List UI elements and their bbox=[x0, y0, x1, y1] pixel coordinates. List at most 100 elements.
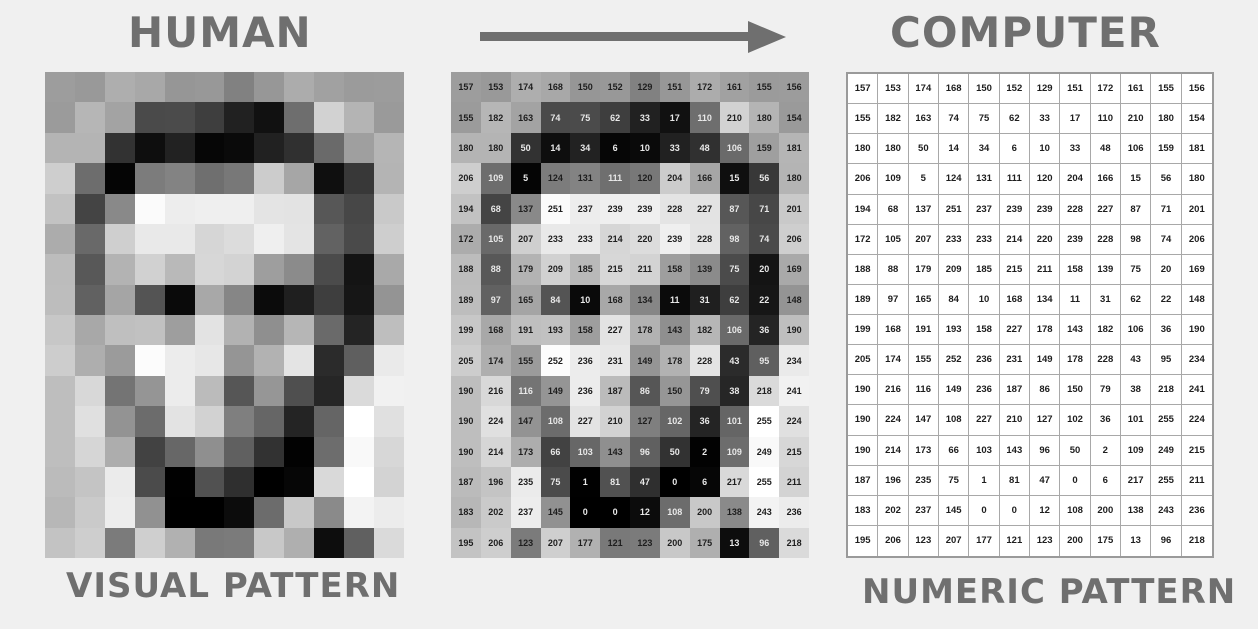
pixel-cell bbox=[134, 163, 165, 194]
numeric-value-cell: 131 bbox=[969, 164, 1000, 195]
numeric-value-cell: 201 bbox=[1181, 195, 1212, 225]
overlay-value-cell: 163 bbox=[510, 102, 541, 133]
numeric-value-cell: 204 bbox=[1060, 164, 1091, 195]
numeric-value-cell: 206 bbox=[1181, 225, 1212, 255]
pixel-cell bbox=[134, 132, 165, 164]
pixel-cell bbox=[104, 497, 135, 528]
numeric-value-cell: 33 bbox=[1030, 104, 1061, 135]
pixel-cell bbox=[164, 345, 195, 376]
numeric-value-cell: 211 bbox=[1181, 466, 1212, 496]
numeric-value-cell: 108 bbox=[1060, 495, 1091, 526]
numeric-value-cell: 231 bbox=[999, 345, 1030, 376]
pixel-cell bbox=[254, 436, 285, 467]
overlay-value-cell: 10 bbox=[570, 284, 601, 315]
pixel-cell bbox=[45, 315, 75, 346]
overlay-value-cell: 168 bbox=[540, 72, 571, 103]
overlay-value-cell: 239 bbox=[630, 193, 660, 224]
overlay-value-cell: 74 bbox=[540, 102, 571, 133]
overlay-value-cell: 43 bbox=[719, 345, 750, 376]
pixel-cell bbox=[284, 254, 315, 285]
numeric-value-cell: 48 bbox=[1090, 134, 1121, 165]
pixel-cell bbox=[164, 132, 195, 164]
numeric-value-cell: 191 bbox=[908, 315, 939, 346]
numeric-value-cell: 181 bbox=[1181, 134, 1212, 165]
numeric-value-cell: 205 bbox=[848, 345, 879, 376]
overlay-value-cell: 169 bbox=[779, 254, 809, 285]
pixel-cell bbox=[314, 527, 345, 558]
pixel-cell bbox=[284, 497, 315, 528]
overlay-value-cell: 209 bbox=[540, 254, 571, 285]
overlay-value-cell: 97 bbox=[480, 284, 511, 315]
numeric-value-cell: 207 bbox=[908, 224, 939, 255]
numeric-value-cell: 172 bbox=[1090, 74, 1121, 105]
overlay-value-cell: 227 bbox=[570, 406, 601, 437]
numeric-value-cell: 75 bbox=[969, 104, 1000, 135]
pixel-cell bbox=[254, 193, 285, 224]
overlay-value-cell: 178 bbox=[630, 315, 660, 346]
overlay-value-cell: 175 bbox=[689, 527, 720, 558]
pixel-cell bbox=[284, 193, 315, 224]
numeric-value-cell: 108 bbox=[939, 405, 970, 436]
overlay-value-cell: 154 bbox=[779, 102, 809, 133]
pixel-cell bbox=[224, 102, 255, 133]
overlay-value-cell: 218 bbox=[779, 527, 809, 558]
pixel-cell bbox=[224, 315, 255, 346]
numeric-value-cell: 178 bbox=[1030, 315, 1061, 346]
numeric-value-cell: 74 bbox=[939, 104, 970, 135]
overlay-value-cell: 241 bbox=[779, 375, 809, 407]
pixel-cell bbox=[224, 436, 255, 467]
pixel-cell bbox=[284, 132, 315, 164]
overlay-value-cell: 173 bbox=[510, 436, 541, 467]
numeric-value-cell: 187 bbox=[848, 465, 879, 496]
pixel-cell bbox=[134, 284, 165, 315]
overlay-value-cell: 143 bbox=[659, 315, 690, 346]
pixel-cell bbox=[314, 254, 345, 285]
pixel-cell bbox=[374, 102, 404, 133]
pixel-cell bbox=[134, 72, 165, 103]
pixel-cell bbox=[45, 284, 75, 315]
pixel-cell bbox=[164, 163, 195, 194]
overlay-value-cell: 68 bbox=[480, 193, 511, 224]
numeric-value-cell: 173 bbox=[908, 435, 939, 466]
pixel-cell bbox=[164, 193, 195, 224]
pixel-cell bbox=[374, 345, 404, 376]
numeric-value-cell: 214 bbox=[999, 224, 1030, 255]
pixel-cell bbox=[314, 284, 345, 315]
numeric-value-cell: 0 bbox=[999, 495, 1030, 526]
pixel-cell bbox=[134, 527, 165, 558]
overlay-value-cell: 106 bbox=[719, 315, 750, 346]
numeric-value-cell: 145 bbox=[939, 495, 970, 526]
overlay-value-cell: 217 bbox=[719, 466, 750, 498]
numeric-value-cell: 155 bbox=[1151, 74, 1182, 105]
overlay-value-cell: 127 bbox=[630, 406, 660, 437]
numeric-value-cell: 180 bbox=[878, 134, 909, 165]
numeric-value-cell: 87 bbox=[1121, 194, 1152, 225]
overlay-value-cell: 10 bbox=[630, 132, 660, 164]
overlay-value-cell: 121 bbox=[600, 527, 630, 558]
numeric-value-cell: 215 bbox=[1181, 436, 1212, 466]
pixel-cell bbox=[254, 254, 285, 285]
pixel-cell bbox=[224, 132, 255, 164]
overlay-value-cell: 211 bbox=[779, 466, 809, 498]
pixel-cell bbox=[74, 193, 105, 224]
pixel-cell bbox=[74, 223, 105, 255]
overlay-value-cell: 109 bbox=[480, 163, 511, 194]
numeric-value-cell: 137 bbox=[908, 194, 939, 225]
overlay-value-cell: 75 bbox=[540, 466, 571, 498]
pixel-cell bbox=[164, 406, 195, 437]
numeric-value-cell: 177 bbox=[969, 525, 1000, 556]
computer-heading: COMPUTER bbox=[890, 8, 1161, 57]
overlay-value-cell: 123 bbox=[630, 527, 660, 558]
numeric-value-cell: 190 bbox=[1181, 315, 1212, 346]
numeric-value-cell: 179 bbox=[908, 254, 939, 285]
pixel-cell bbox=[194, 345, 225, 376]
pixel-cell bbox=[374, 375, 404, 407]
pixel-cell bbox=[134, 102, 165, 133]
overlay-value-cell: 139 bbox=[689, 254, 720, 285]
overlay-value-cell: 150 bbox=[570, 72, 601, 103]
pixel-cell bbox=[104, 527, 135, 558]
pixel-cell bbox=[164, 223, 195, 255]
numeric-value-cell: 149 bbox=[939, 375, 970, 406]
pixel-cell bbox=[314, 193, 345, 224]
numeric-value-cell: 200 bbox=[1090, 495, 1121, 526]
